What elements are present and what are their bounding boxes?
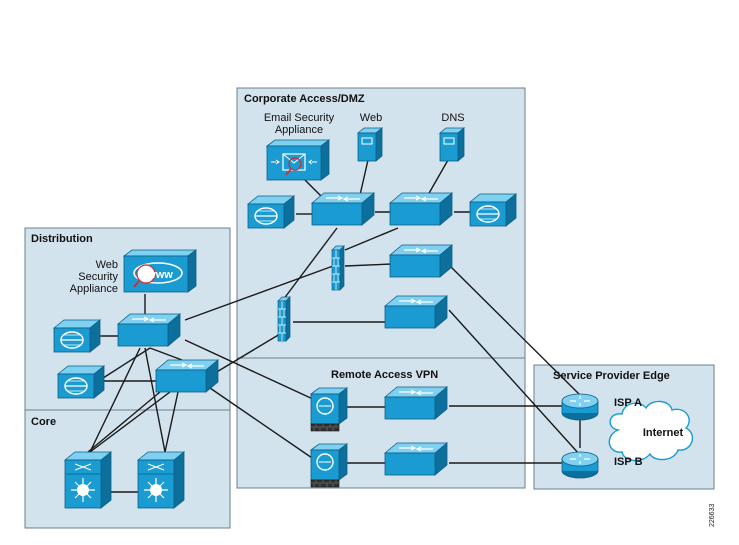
dist-sensor-upper-icon (53, 319, 101, 353)
dist-switch-lower-icon (155, 359, 219, 393)
web-server-icon (357, 127, 383, 162)
email-security-appliance (265, 139, 331, 181)
zone-title-distribution: Distribution (31, 233, 93, 245)
label-email-line1: Email Security (264, 112, 335, 124)
core-switch-left-icon (64, 451, 112, 509)
dmz-sensor-left-icon (247, 195, 295, 229)
zone-title-sp-edge: Service Provider Edge (553, 370, 670, 382)
internet-cloud-icon (608, 400, 694, 462)
dmz-switch-mid-icon (389, 244, 453, 278)
connection-lines (87, 159, 581, 493)
label-wsa-line2: Security (78, 271, 118, 283)
zone-core (24, 409, 231, 529)
core-switch-right-icon (137, 451, 185, 509)
router-isp-a-icon (561, 393, 599, 421)
dns-server-icon (439, 127, 465, 162)
label-email-line2: Appliance (275, 124, 323, 136)
label-dns: DNS (441, 112, 464, 124)
zone-title-corporate: Corporate Access/DMZ (244, 93, 365, 105)
dist-switch-upper-icon (117, 313, 181, 347)
figure-id: 226633 (709, 504, 716, 527)
label-wsa-line1: Web (96, 259, 118, 271)
dmz-sensor-right-icon (469, 193, 517, 227)
label-isp-a: ISP A (614, 397, 642, 409)
dmz-switch-left-icon (311, 192, 375, 226)
dist-sensor-lower-icon (57, 365, 105, 399)
label-isp-b: ISP B (614, 456, 643, 468)
wsa-www-glyph: www (146, 269, 173, 281)
zone-remote-access-vpn (236, 357, 526, 489)
label-wsa-line3: Appliance (70, 283, 118, 295)
dmz-switch-right-icon (389, 192, 453, 226)
label-internet: Internet (643, 427, 684, 439)
label-web: Web (360, 112, 382, 124)
vpn-switch-upper-icon (384, 386, 448, 420)
firewall-lower-icon (277, 296, 291, 342)
firewall-upper-icon (331, 245, 345, 291)
zone-title-core: Core (31, 416, 56, 428)
web-security-appliance: www (122, 249, 198, 293)
router-isp-b-icon (561, 451, 599, 479)
zone-title-remote-vpn: Remote Access VPN (331, 369, 438, 381)
dmz-switch-low-icon (384, 295, 448, 329)
vpn-switch-lower-icon (384, 442, 448, 476)
